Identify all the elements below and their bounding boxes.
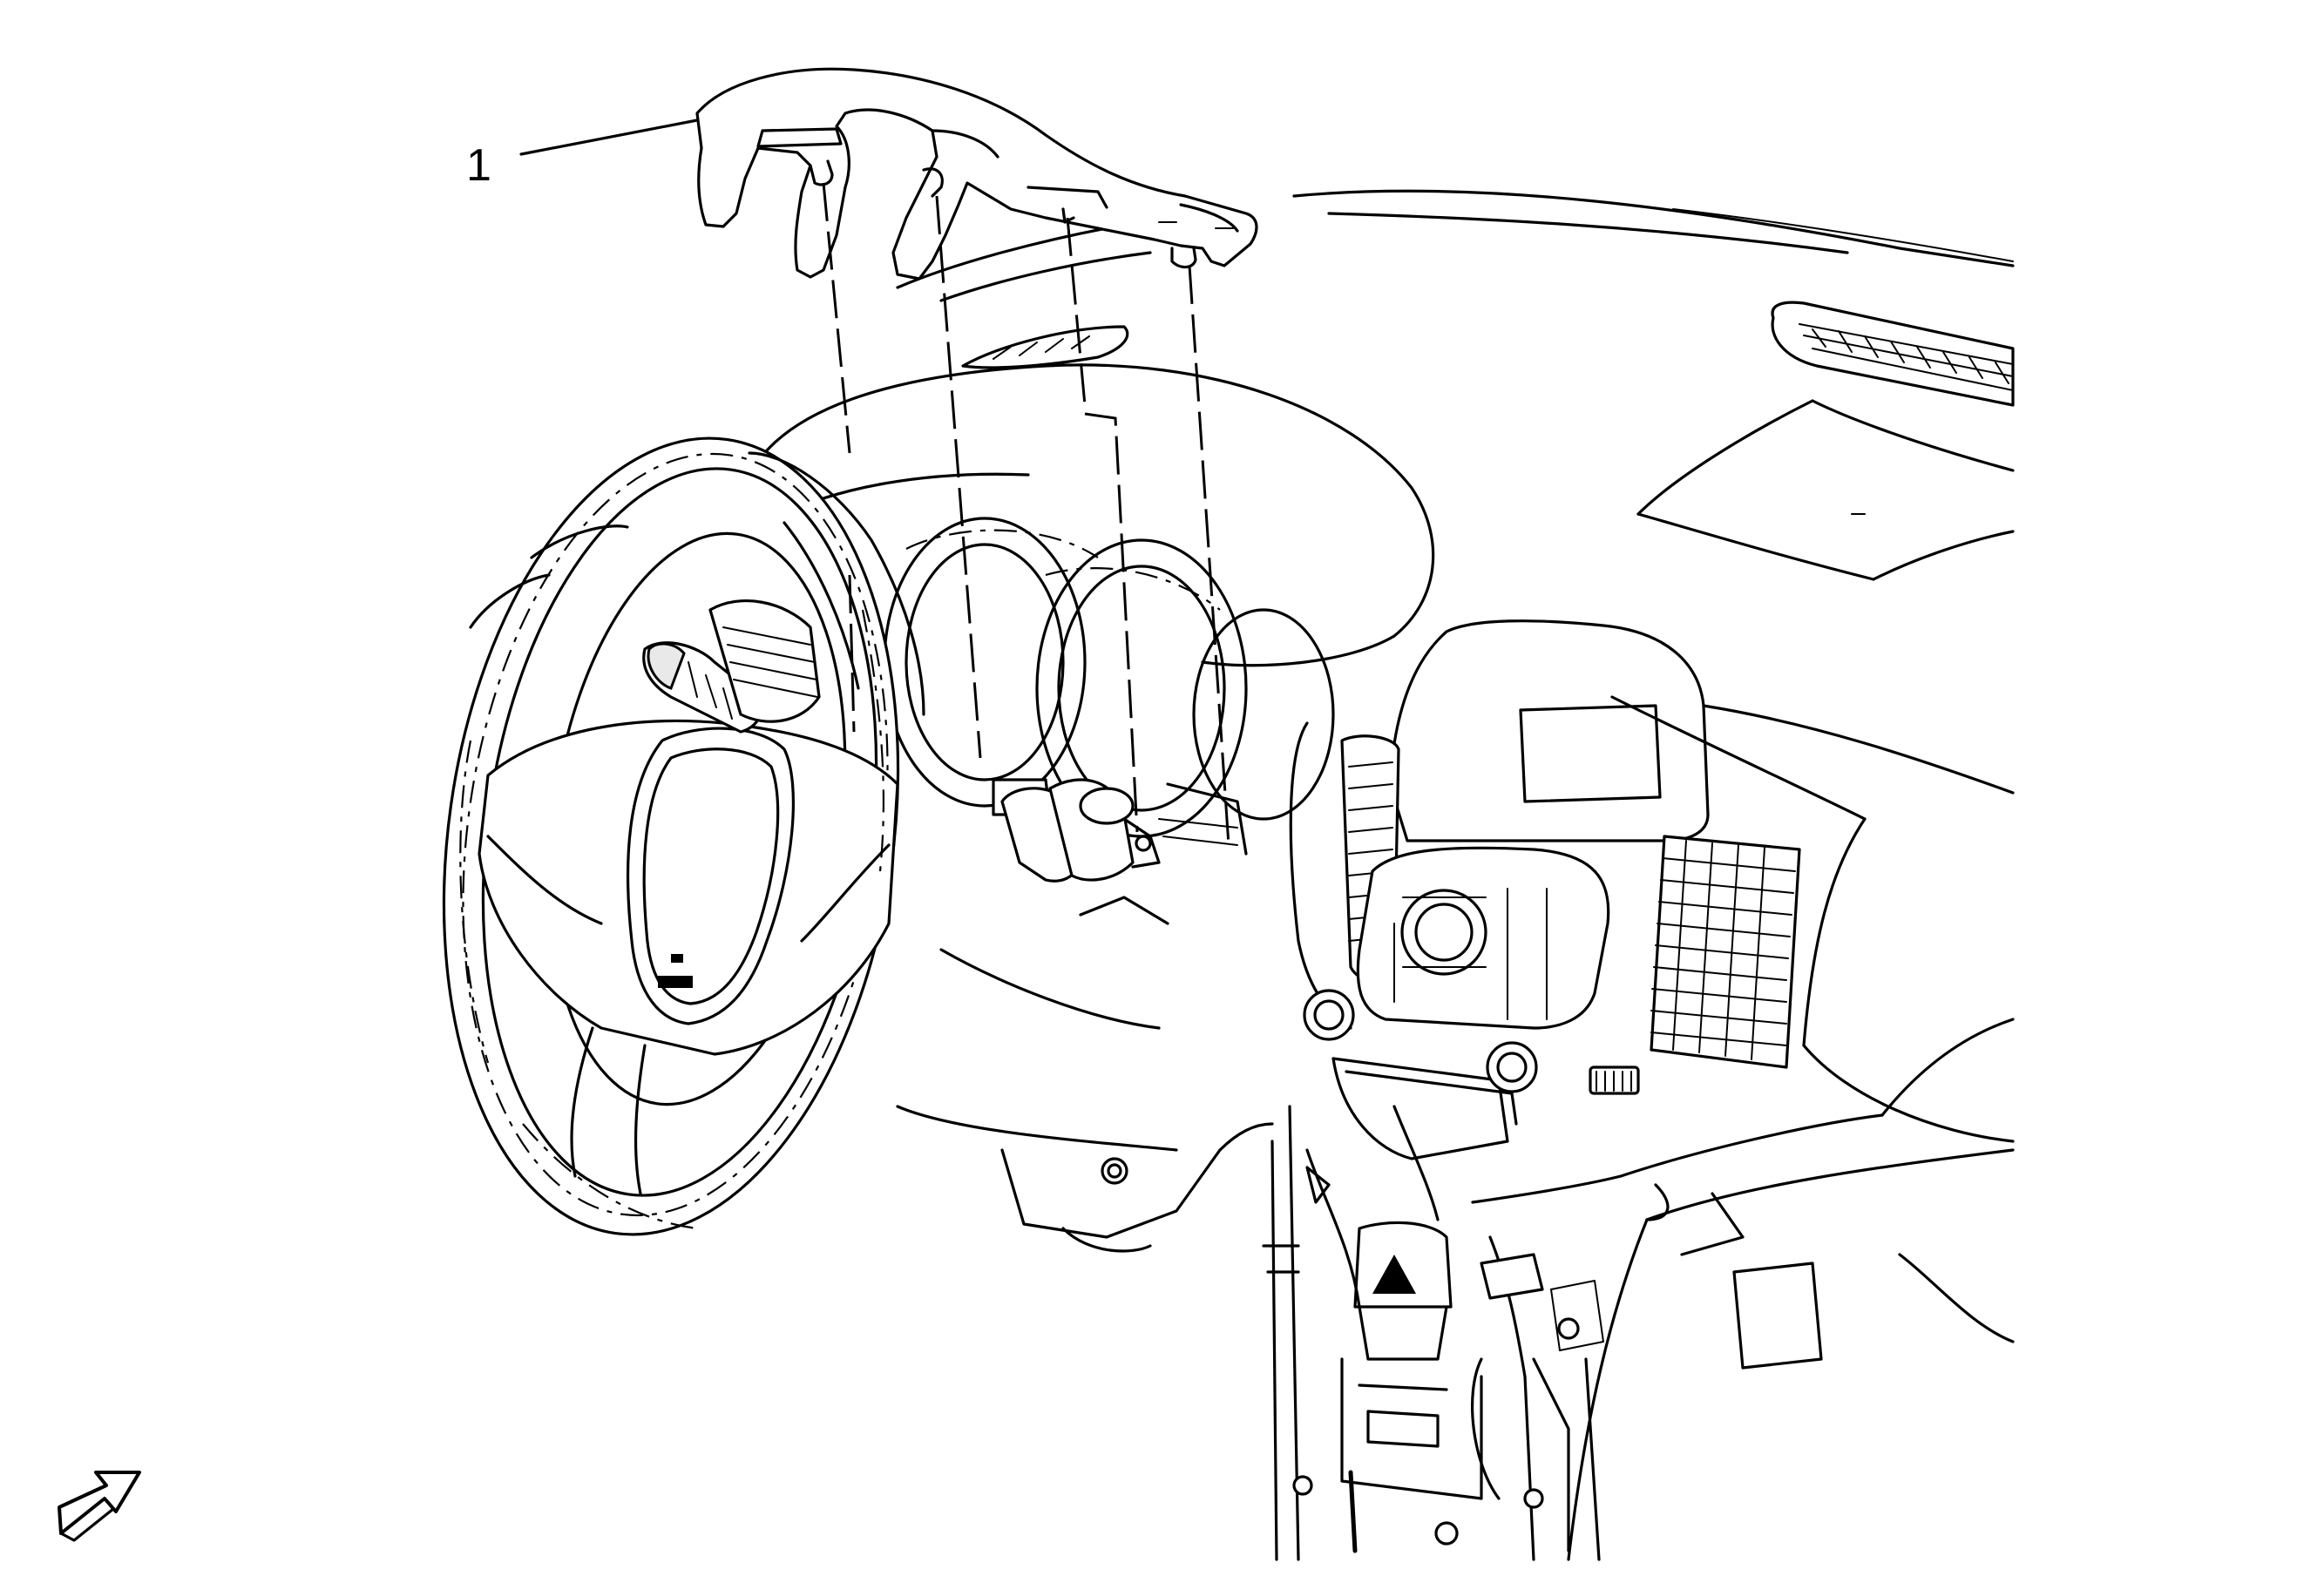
assembly-guide-lines <box>822 182 1230 846</box>
upper-steering-column-trim-cover <box>695 67 1258 281</box>
callout-1: 1 <box>466 118 699 191</box>
steering-wheel <box>442 436 925 1236</box>
callout-1-leader-line <box>519 118 699 156</box>
view-direction-arrow-icon <box>58 1471 141 1542</box>
instrument-panel <box>748 189 2015 1561</box>
callout-1-label: 1 <box>466 140 491 191</box>
